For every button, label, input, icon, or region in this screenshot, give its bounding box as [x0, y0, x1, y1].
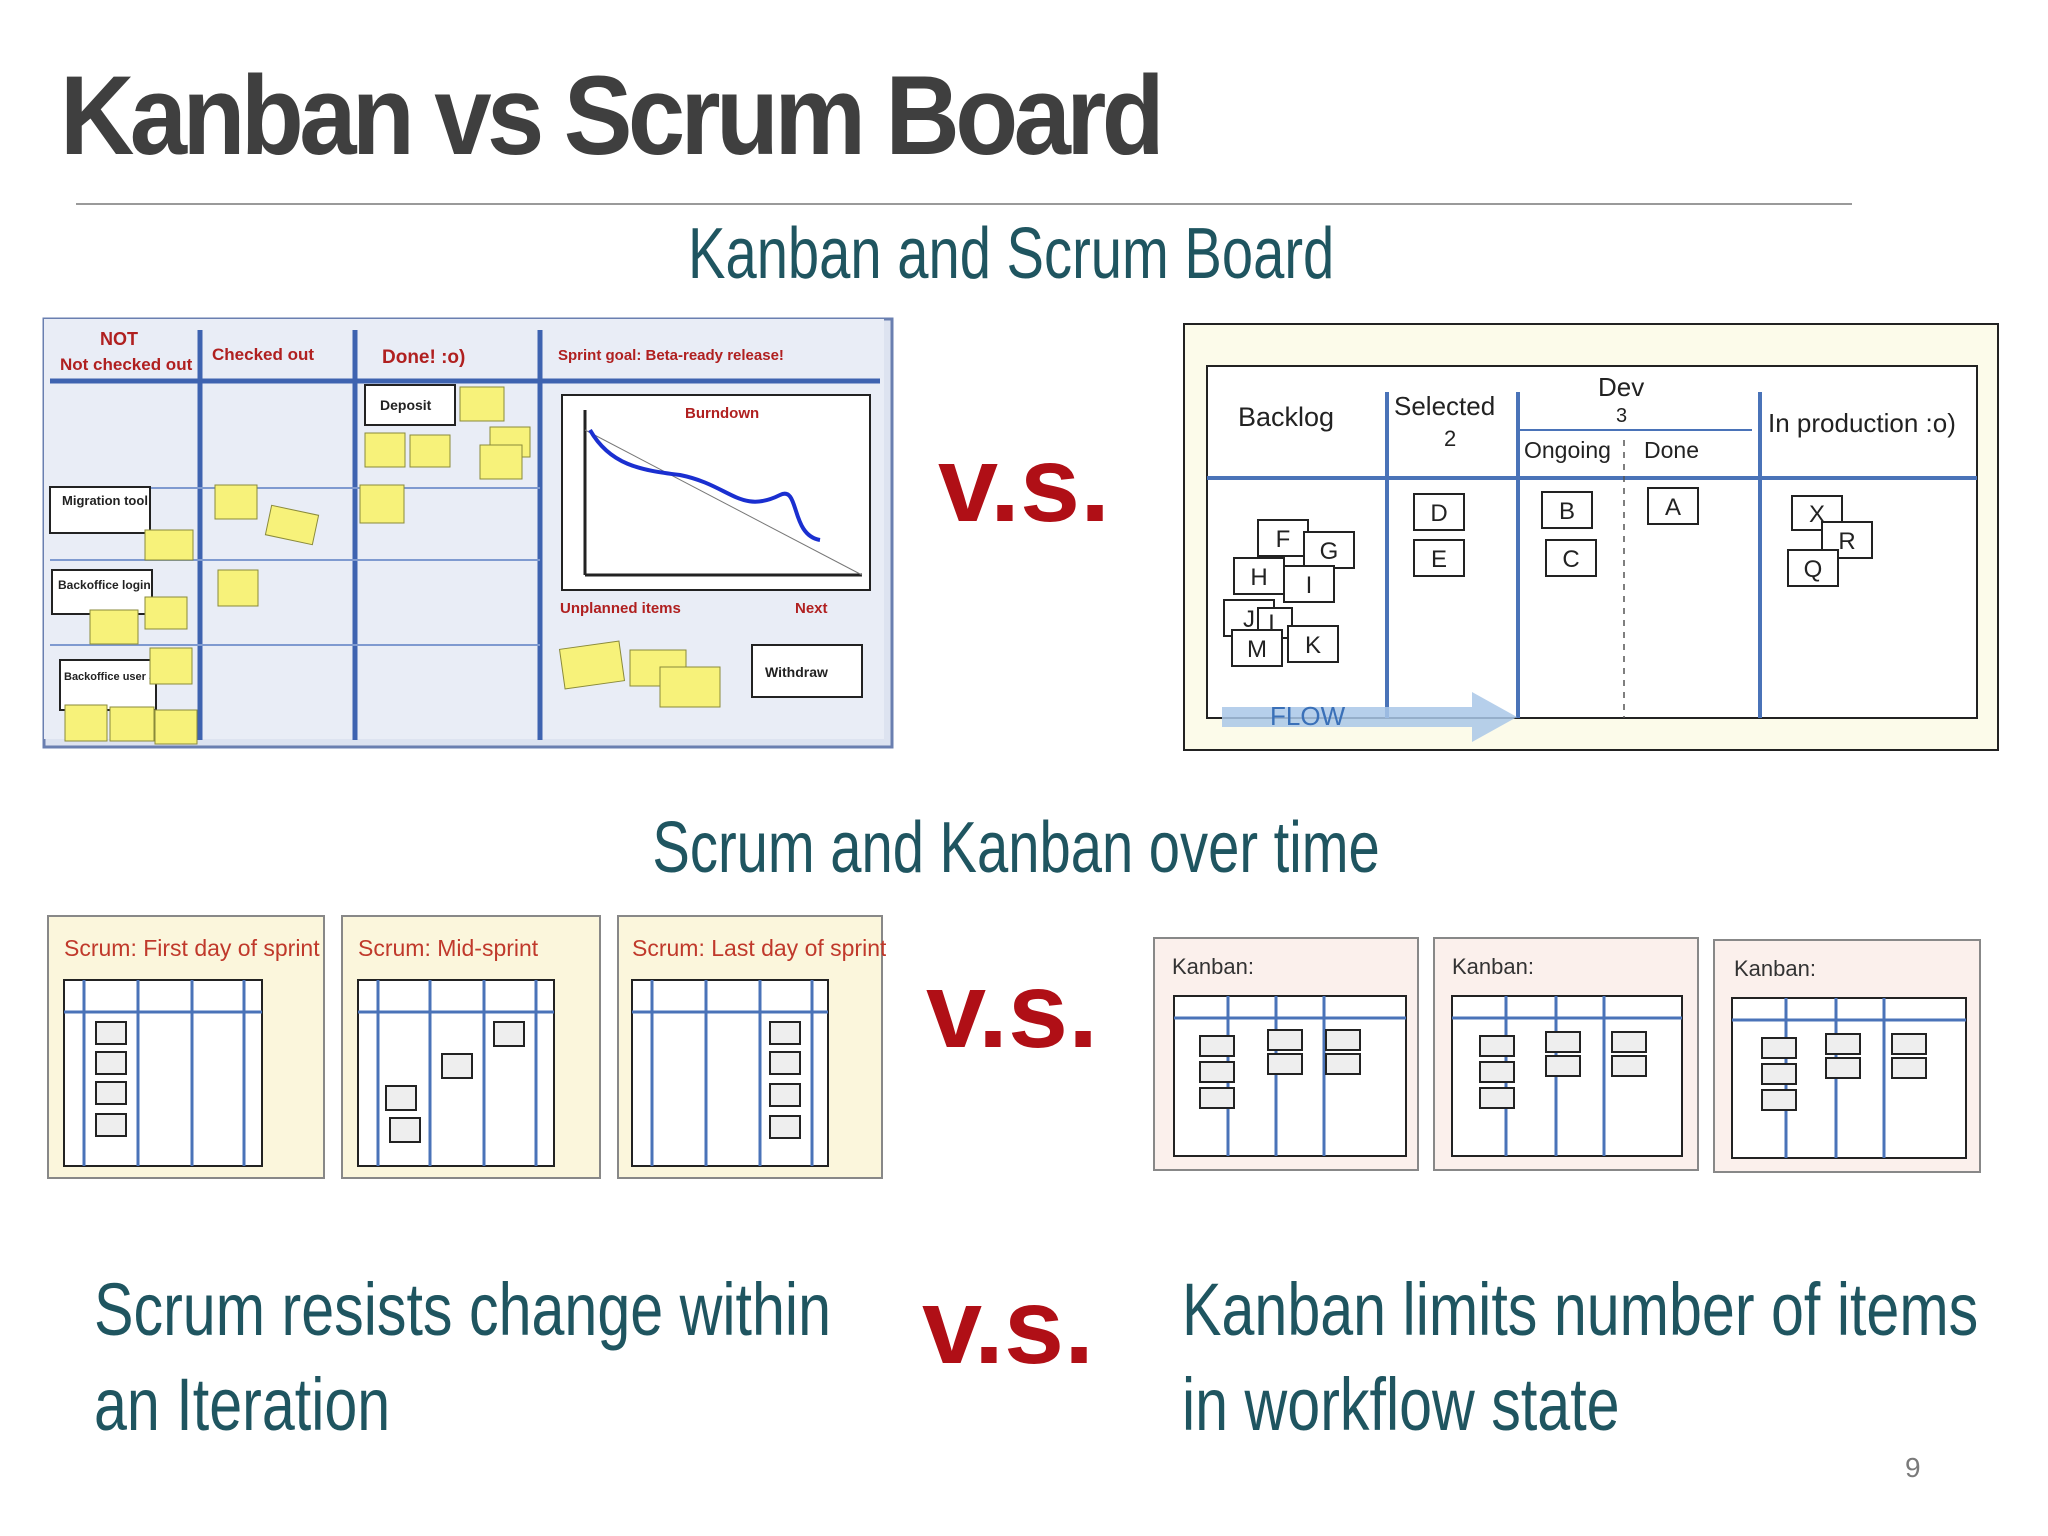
vs-label-2: v.s.: [926, 956, 1098, 1064]
kanban-card-r: R: [1838, 528, 1855, 555]
kanban-col-dev-limit: 3: [1616, 405, 1627, 427]
scrum-panel-2-title: Scrum: Mid-sprint: [358, 935, 539, 961]
kanban-card-j: J: [1243, 606, 1255, 633]
kanban-card-i: I: [1306, 572, 1313, 599]
kanban-col-done: Done: [1644, 437, 1699, 463]
scrum-panel-mid-sprint: Scrum: Mid-sprint: [342, 916, 600, 1178]
burndown-label: Burndown: [685, 405, 759, 422]
vs-label-1: v.s.: [938, 430, 1110, 538]
kanban-over-time-panels: Kanban: Kanban: Kanban:: [1152, 934, 1986, 1174]
scrum-panel-last-day: Scrum: Last day of sprint: [618, 916, 886, 1178]
story-deposit: Deposit: [380, 397, 432, 413]
story-backoffice-login: Backoffice login: [58, 578, 151, 592]
kanban-board-image: Backlog Selected 2 Dev 3 Ongoing Done In…: [1182, 322, 2000, 752]
kanban-panel-1-title: Kanban:: [1172, 954, 1254, 979]
kanban-card-q: Q: [1804, 556, 1823, 583]
kanban-card-e: E: [1431, 546, 1447, 573]
scrum-col-done: Done! :o): [382, 347, 465, 368]
vs-text-3: v.s.: [922, 1265, 1094, 1386]
kanban-panel-2: Kanban:: [1434, 938, 1698, 1170]
scrum-panel-first-day: Scrum: First day of sprint: [48, 916, 324, 1178]
kanban-limits-line-2: in workflow state: [1182, 1357, 1978, 1452]
scrum-panel-1-title: Scrum: First day of sprint: [64, 935, 320, 961]
scrum-change-line-2: an Iteration: [94, 1357, 831, 1452]
vs-label-3: v.s.: [922, 1272, 1094, 1380]
scrum-over-time-panels: Scrum: First day of sprint Scrum: Mid-sp…: [46, 912, 886, 1182]
burndown-chart-frame: [562, 395, 870, 590]
next-label: Next: [795, 600, 828, 617]
next-card-withdraw: Withdraw: [765, 664, 828, 680]
kanban-card-c: C: [1562, 546, 1579, 573]
vs-text-1: v.s.: [938, 423, 1110, 544]
kanban-card-l: L: [1268, 610, 1281, 637]
kanban-card-f: F: [1276, 526, 1291, 553]
kanban-col-backlog: Backlog: [1238, 402, 1334, 432]
section2-heading: Scrum and Kanban over time: [652, 812, 1307, 884]
kanban-card-a: A: [1665, 494, 1681, 521]
kanban-col-ongoing: Ongoing: [1524, 437, 1611, 463]
kanban-panel-2-title: Kanban:: [1452, 954, 1534, 979]
kanban-panel-3: Kanban:: [1714, 940, 1980, 1172]
section1-heading: Kanban and Scrum Board: [688, 218, 1312, 290]
scrum-change-line-1: Scrum resists change within: [94, 1262, 831, 1357]
scrum-panel-3-title: Scrum: Last day of sprint: [632, 935, 886, 961]
kanban-col-production: In production :o): [1768, 408, 1956, 438]
kanban-card-g: G: [1320, 538, 1339, 565]
kanban-col-selected-limit: 2: [1444, 426, 1456, 451]
kanban-col-dev: Dev: [1598, 372, 1644, 402]
scrum-board-image: NOT Not checked out Checked out Done! :o…: [40, 315, 896, 751]
story-migration-tool: Migration tool: [62, 493, 148, 508]
kanban-card-x: X: [1809, 501, 1825, 528]
page-number: 9: [1905, 1452, 1921, 1484]
scrum-col-not-checked-out-label: NOT: [100, 329, 138, 349]
flow-label: FLOW: [1270, 701, 1346, 731]
kanban-card-h: H: [1250, 564, 1267, 591]
scrum-change-text: Scrum resists change within an Iteration: [94, 1262, 831, 1452]
kanban-panel-3-title: Kanban:: [1734, 956, 1816, 981]
kanban-card-m: M: [1247, 636, 1267, 663]
kanban-limits-text: Kanban limits number of items in workflo…: [1182, 1262, 1978, 1452]
scrum-col-not-checked-out: Not checked out: [60, 355, 193, 374]
scrum-col-sprint-goal: Sprint goal: Beta-ready release!: [558, 347, 784, 364]
kanban-card-b: B: [1559, 498, 1575, 525]
kanban-card-d: D: [1430, 500, 1447, 527]
scrum-col-checked-out: Checked out: [212, 345, 314, 364]
vs-text-2: v.s.: [926, 949, 1098, 1070]
kanban-card-k: K: [1305, 632, 1321, 659]
kanban-col-selected: Selected: [1394, 391, 1495, 421]
unplanned-items-label: Unplanned items: [560, 600, 681, 617]
kanban-limits-line-1: Kanban limits number of items: [1182, 1262, 1978, 1357]
title-divider: [76, 203, 1852, 205]
slide-title: Kanban vs Scrum Board: [60, 60, 1160, 172]
